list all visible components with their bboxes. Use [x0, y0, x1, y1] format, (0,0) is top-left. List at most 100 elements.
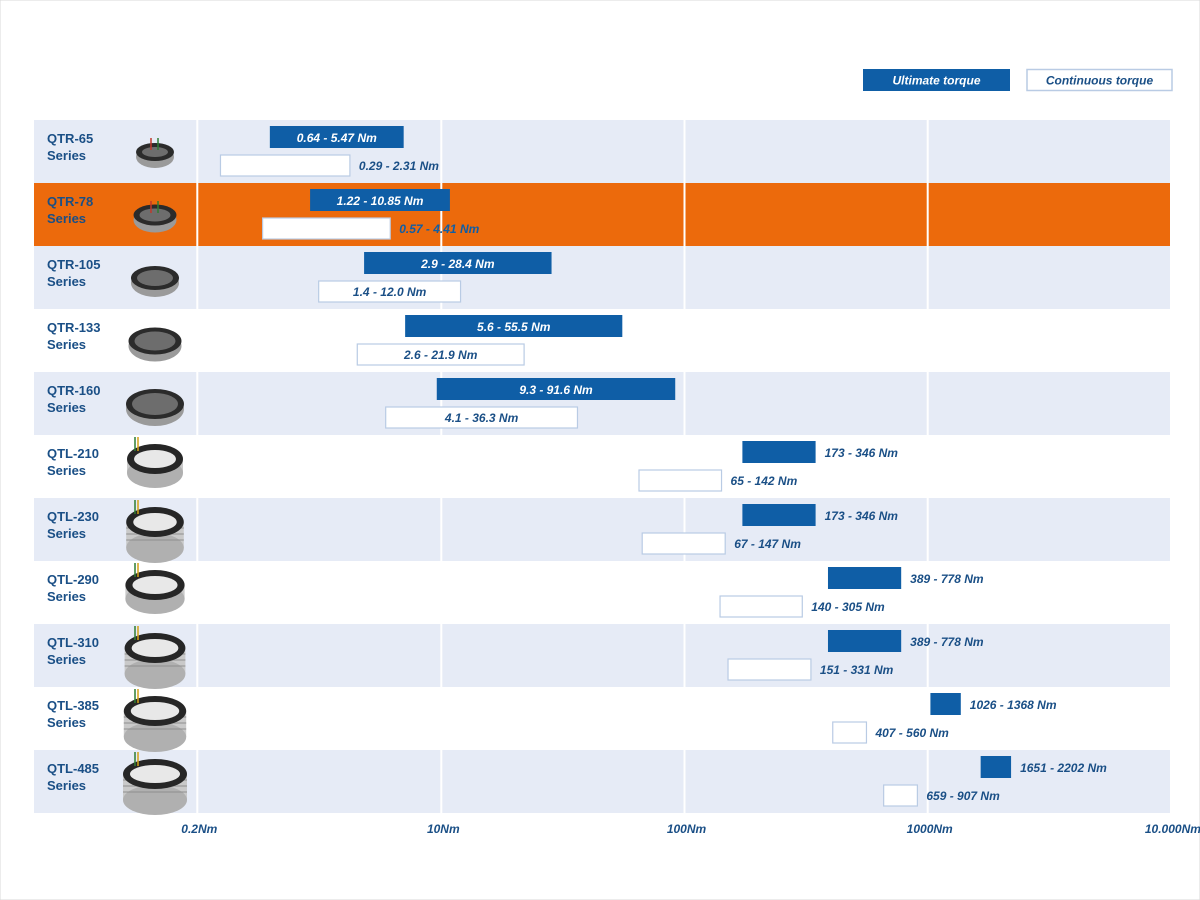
product-images	[123, 138, 187, 815]
bar-continuous	[641, 532, 726, 555]
bar-ultimate	[742, 441, 816, 463]
bar-label-continuous: 151 - 331 Nm	[820, 663, 894, 677]
product-ring-icon	[133, 201, 177, 233]
series-suffix: Series	[47, 274, 86, 289]
series-name: QTL-230	[47, 509, 99, 524]
ring-hole	[130, 702, 180, 720]
ring-hole	[134, 450, 176, 468]
series-name: QTR-65	[47, 131, 93, 146]
product-ring-icon	[123, 752, 187, 815]
bar-ultimate	[742, 504, 816, 526]
bar-continuous	[638, 469, 723, 492]
row-background	[34, 687, 1170, 750]
x-axis-ticks: 0.2Nm 10Nm 100Nm 1000Nm 10.000Nm	[181, 822, 1200, 836]
series-name: QTL-290	[47, 572, 99, 587]
bar-label-ultimate: 173 - 346 Nm	[825, 446, 899, 460]
series-name: QTL-310	[47, 635, 99, 650]
product-ring-icon	[127, 437, 183, 488]
bar-label-continuous: 140 - 305 Nm	[811, 600, 885, 614]
x-tick-label: 10.000Nm	[1145, 822, 1200, 836]
series-name: QTR-133	[47, 320, 100, 335]
bar-ultimate	[930, 693, 961, 715]
legend-swatch-continuous	[1026, 68, 1173, 92]
bar-continuous	[719, 595, 803, 618]
series-name: QTL-210	[47, 446, 99, 461]
ring-hole	[132, 576, 178, 594]
bar-continuous	[883, 784, 918, 807]
row-background	[34, 435, 1170, 498]
bar-label-continuous: 2.6 - 21.9 Nm	[403, 348, 478, 362]
bar-ultimate	[980, 756, 1012, 778]
series-name: QTL-385	[47, 698, 99, 713]
row-background	[34, 120, 1170, 183]
row-background	[34, 246, 1170, 309]
bar-label-ultimate: 2.9 - 28.4 Nm	[420, 257, 495, 271]
series-name: QTR-105	[47, 257, 100, 272]
series-suffix: Series	[47, 778, 86, 793]
ring-bottom	[124, 659, 186, 689]
series-suffix: Series	[47, 211, 86, 226]
row-backgrounds	[34, 120, 1170, 813]
bar-ultimate	[827, 567, 902, 589]
series-labels: QTR-65SeriesQTR-78SeriesQTR-105SeriesQTR…	[47, 131, 100, 793]
ring-hole	[133, 513, 177, 531]
x-tick-label: 100Nm	[667, 822, 707, 836]
series-suffix: Series	[47, 652, 86, 667]
bar-label-ultimate: 5.6 - 55.5 Nm	[477, 320, 551, 334]
ring-bottom	[123, 722, 187, 752]
bar-label-ultimate: 173 - 346 Nm	[825, 509, 899, 523]
bar-continuous	[727, 658, 812, 681]
legend-swatch-ultimate	[863, 69, 1010, 91]
series-suffix: Series	[47, 337, 86, 352]
bar-continuous	[356, 343, 525, 366]
bar-label-continuous: 1.4 - 12.0 Nm	[353, 285, 427, 299]
ring-hole	[134, 331, 176, 351]
bars: 0.64 - 5.47 Nm0.29 - 2.31 Nm1.22 - 10.85…	[219, 126, 1107, 807]
product-ring-icon	[128, 327, 182, 362]
series-suffix: Series	[47, 148, 86, 163]
ring-bottom	[123, 785, 187, 815]
ring-hole	[130, 765, 180, 783]
row-background	[34, 624, 1170, 687]
gridlines	[196, 120, 929, 813]
series-suffix: Series	[47, 715, 86, 730]
series-suffix: Series	[47, 589, 86, 604]
ring-hole	[132, 393, 178, 415]
product-ring-icon	[136, 138, 174, 168]
bar-continuous	[318, 280, 462, 303]
bar-ultimate	[310, 189, 450, 211]
bar-label-ultimate: 389 - 778 Nm	[910, 572, 984, 586]
bar-label-ultimate: 389 - 778 Nm	[910, 635, 984, 649]
bar-ultimate	[436, 378, 676, 400]
bar-continuous	[832, 721, 868, 744]
product-ring-icon	[126, 389, 184, 426]
bar-continuous	[219, 154, 351, 177]
bar-label-ultimate: 1.22 - 10.85 Nm	[337, 194, 424, 208]
bar-label-continuous: 0.29 - 2.31 Nm	[359, 159, 439, 173]
bar-label-continuous: 4.1 - 36.3 Nm	[444, 411, 519, 425]
series-name: QTL-485	[47, 761, 99, 776]
x-tick-label: 0.2Nm	[181, 822, 217, 836]
ring-hole	[142, 147, 168, 157]
bar-label-continuous: 0.57 - 4.41 Nm	[399, 222, 479, 236]
bar-label-continuous: 407 - 560 Nm	[874, 726, 949, 740]
product-ring-icon	[124, 626, 186, 689]
bar-ultimate	[405, 315, 623, 337]
ring-bottom	[126, 533, 184, 563]
series-suffix: Series	[47, 400, 86, 415]
bar-label-continuous: 65 - 142 Nm	[731, 474, 798, 488]
series-suffix: Series	[47, 463, 86, 478]
ring-hole	[137, 270, 173, 286]
bar-continuous	[262, 217, 391, 240]
bar-label-continuous: 67 - 147 Nm	[734, 537, 801, 551]
series-name: QTR-78	[47, 194, 93, 209]
bar-label-ultimate: 9.3 - 91.6 Nm	[519, 383, 593, 397]
x-tick-label: 1000Nm	[907, 822, 953, 836]
x-tick-label: 10Nm	[427, 822, 460, 836]
bar-label-continuous: 659 - 907 Nm	[926, 789, 1000, 803]
row-background	[34, 498, 1170, 561]
product-ring-icon	[131, 266, 179, 297]
bar-continuous	[385, 406, 579, 429]
